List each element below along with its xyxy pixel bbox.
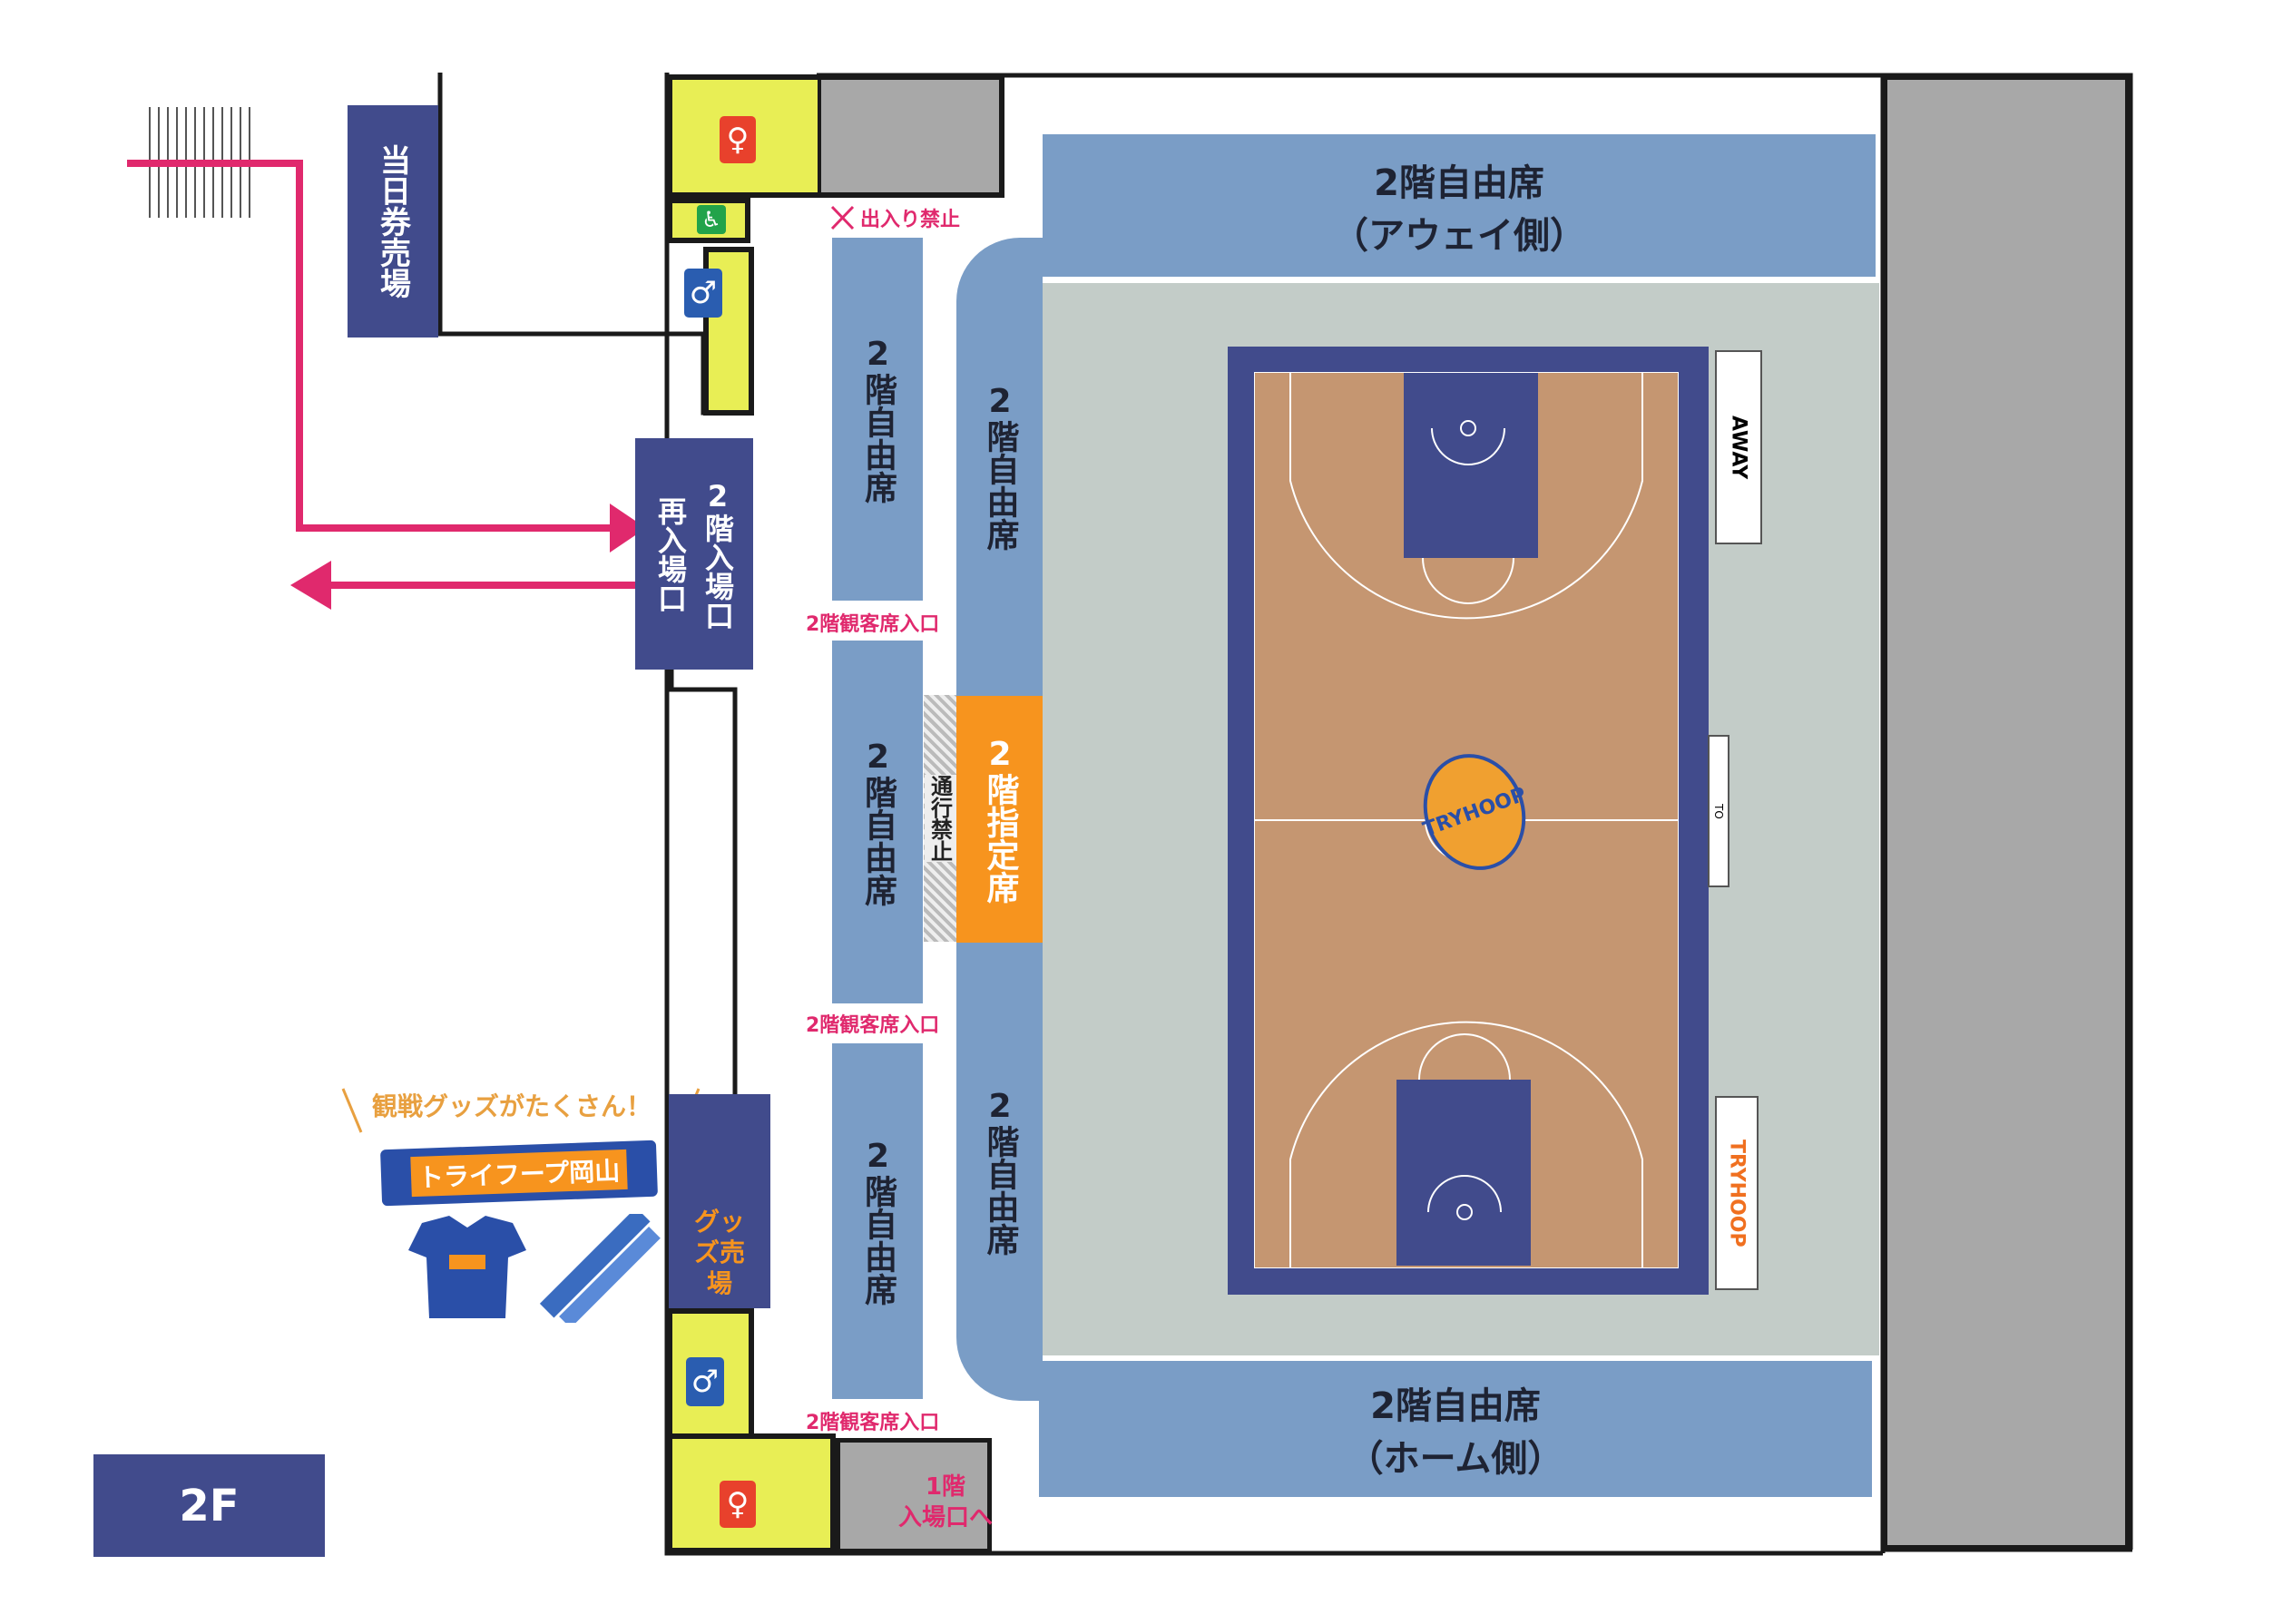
audience-entrance-3: 2階観客席入口 — [806, 1412, 940, 1434]
away-bench: AWAY — [1715, 350, 1762, 544]
seat-block-curve-lower[interactable]: 2階自由席 — [956, 943, 1043, 1401]
seat-label: 2階自由席 — [1374, 161, 1544, 204]
male-restroom-icon: ♂ — [684, 269, 722, 318]
scorer-table-label: TO — [1712, 803, 1725, 819]
seat-label: 2階自由席 — [859, 1137, 897, 1306]
seat-label: 2階自由席 — [1370, 1385, 1541, 1427]
reentry-label: 再入場口 — [653, 495, 688, 612]
team-logo-text: TRYHOOP — [1419, 782, 1530, 842]
to-first-floor-entrance[interactable]: 1階 入場口へ — [898, 1472, 993, 1533]
seat-sublabel: （ホーム側） — [1347, 1438, 1564, 1480]
seat-label: 2階自由席 — [981, 1088, 1019, 1256]
seat-sublabel: （アウェイ側） — [1332, 214, 1586, 257]
to-first-floor-line2: 入場口へ — [898, 1504, 994, 1531]
storage-top — [821, 74, 1004, 198]
towel-icon — [539, 1214, 661, 1323]
seat-block-curve-upper[interactable]: 2階自由席 — [956, 238, 1043, 696]
away-bench-label: AWAY — [1727, 415, 1750, 480]
audience-entrance-1: 2階観客席入口 — [806, 613, 940, 636]
seat-label: 2階自由席 — [859, 335, 897, 504]
to-first-floor-line1: 1階 — [925, 1473, 966, 1501]
reserved-seat-block[interactable]: 2階指定席 — [956, 696, 1043, 943]
towel-text: トライフープ岡山 — [410, 1149, 628, 1198]
floor-badge: 2F — [93, 1454, 325, 1557]
day-ticket-office[interactable]: 当日券売場 — [348, 105, 438, 338]
scorer-table: TO — [1708, 735, 1729, 887]
stair-room-bottom — [836, 1438, 992, 1553]
goods-items — [408, 1214, 661, 1323]
seat-label: 2階自由席 — [981, 383, 1019, 551]
seat-block-left-lower[interactable]: 2階自由席 — [832, 1043, 923, 1399]
seat-block-left-upper[interactable]: 2階自由席 — [832, 238, 923, 601]
goods-shop-label: グッズ売場 — [693, 1207, 745, 1298]
entrance-2f[interactable]: 2階入場口 再入場口 — [635, 438, 753, 670]
towel-icon: トライフープ岡山 — [380, 1140, 658, 1207]
home-bench-label: TRYHOOP — [1725, 1139, 1749, 1247]
outer-wall — [1883, 75, 2130, 1550]
reserved-seat-label: 2階指定席 — [981, 735, 1019, 904]
audience-entrance-2: 2階観客席入口 — [806, 1014, 940, 1037]
no-passage-label: 通行禁止 — [924, 775, 956, 862]
female-restroom-icon: ♀ — [720, 116, 756, 163]
entrance-2f-label: 2階入場口 — [701, 478, 735, 630]
seat-label: 2階自由席 — [859, 738, 897, 906]
day-ticket-label: 当日券売場 — [374, 144, 411, 298]
no-passage-zone: 通行禁止 — [924, 695, 956, 942]
wheelchair-icon: ♿ — [697, 205, 726, 234]
seat-block-away[interactable]: 2階自由席 （アウェイ側） — [1043, 134, 1876, 277]
seat-block-home[interactable]: 2階自由席 （ホーム側） — [1039, 1361, 1872, 1497]
goods-promo-text: 観戦グッズがたくさん！ — [372, 1091, 652, 1121]
female-restroom-icon: ♀ — [720, 1481, 756, 1528]
no-entry-icon — [830, 205, 855, 230]
seat-block-left-middle[interactable]: 2階自由席 — [832, 641, 923, 1003]
no-entry-label: 出入り禁止 — [860, 209, 961, 231]
goods-shop[interactable]: グッズ売場 — [669, 1094, 770, 1308]
floor-badge-label: 2F — [179, 1480, 240, 1531]
home-bench: TRYHOOP — [1715, 1096, 1759, 1290]
male-restroom-icon: ♂ — [686, 1357, 724, 1406]
